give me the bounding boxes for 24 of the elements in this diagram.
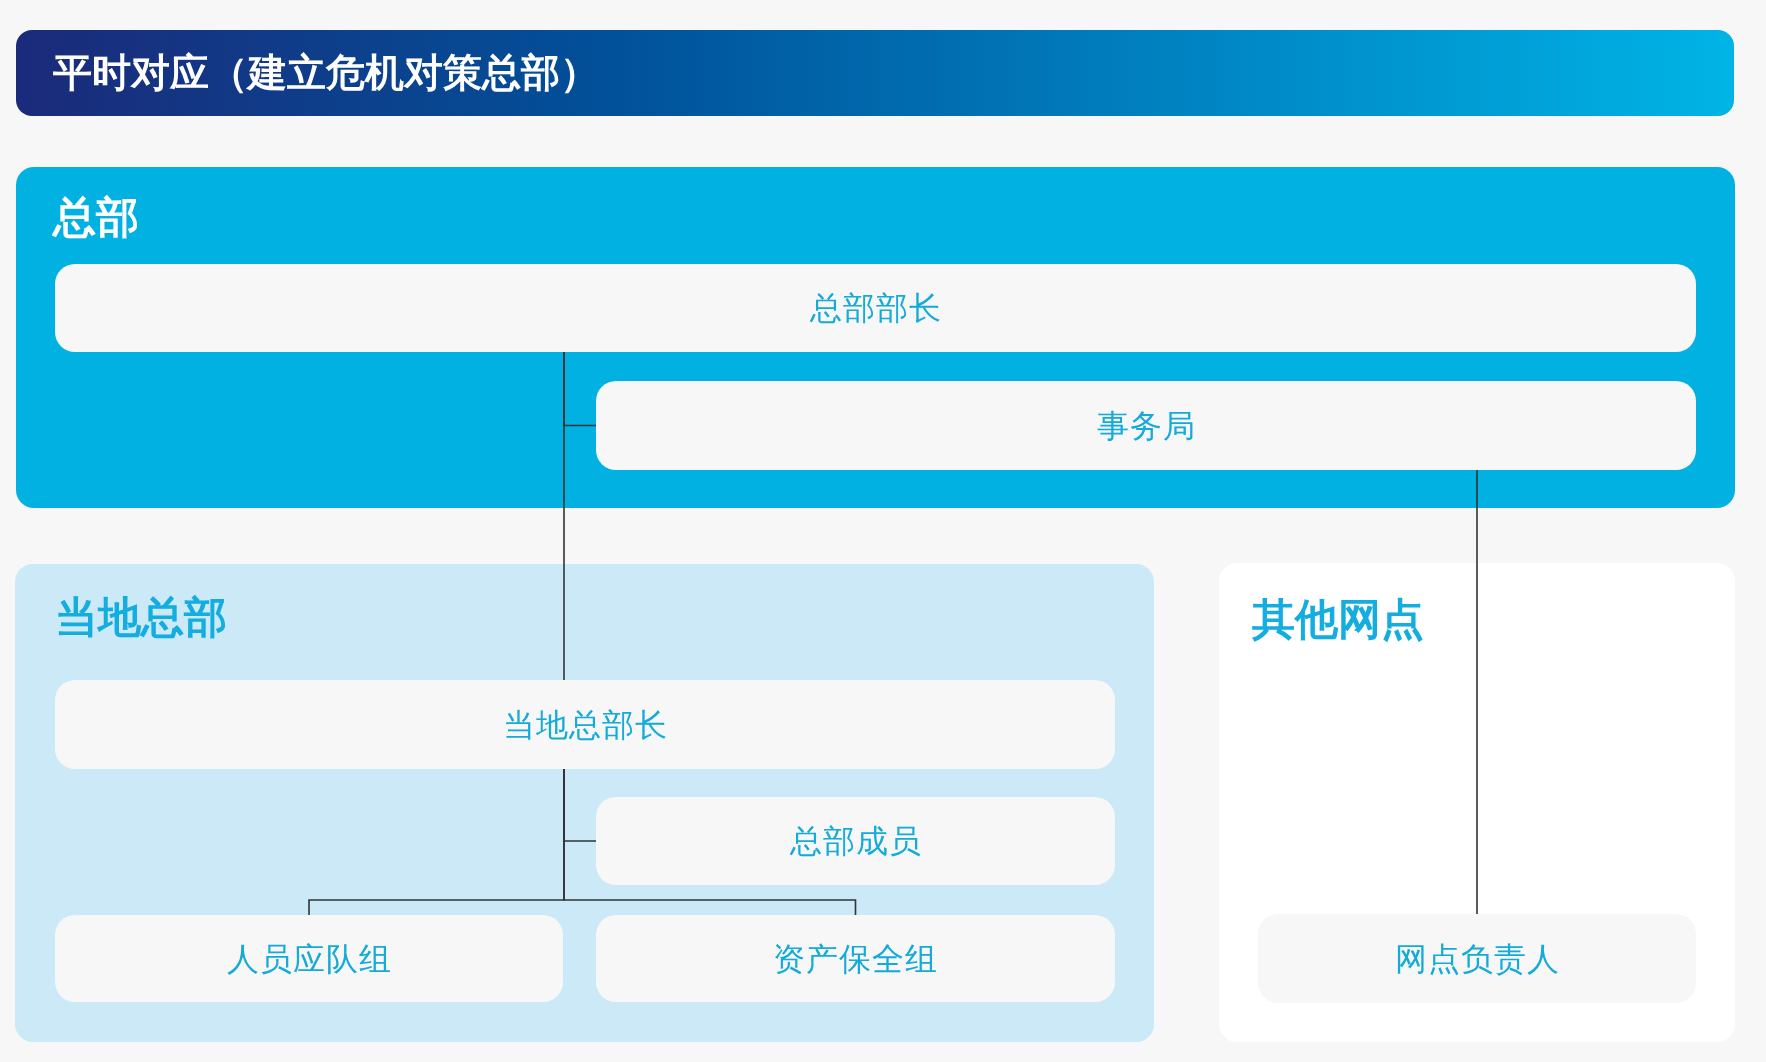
role-label: 人员应队组 <box>226 939 392 978</box>
role-label: 总部部长 <box>809 289 942 327</box>
role-box <box>55 264 1696 352</box>
role-label: 事务局 <box>1096 406 1196 445</box>
role-label: 网点负责人 <box>1394 939 1560 978</box>
group-panel <box>16 167 1735 508</box>
role-box <box>55 915 563 1002</box>
group-panel <box>15 564 1154 1042</box>
connector-line <box>1476 469 1478 915</box>
panel-heading: 当地总部 <box>55 593 227 641</box>
connector-line <box>563 768 857 916</box>
role-label: 资产保全组 <box>773 939 938 978</box>
role-box <box>55 680 1115 769</box>
role-box <box>1258 914 1696 1003</box>
role-box <box>596 915 1115 1002</box>
panel-heading: 其他网点 <box>1252 595 1424 643</box>
role-label: 总部成员 <box>789 822 922 860</box>
group-panel <box>1219 563 1735 1042</box>
title-text: 平时对应（建立危机对策总部） <box>53 50 599 96</box>
role-label: 当地总部长 <box>502 705 668 744</box>
connector-line <box>563 351 565 681</box>
role-box <box>596 797 1115 885</box>
panel-heading: 总部 <box>53 193 139 241</box>
role-box <box>596 381 1696 470</box>
